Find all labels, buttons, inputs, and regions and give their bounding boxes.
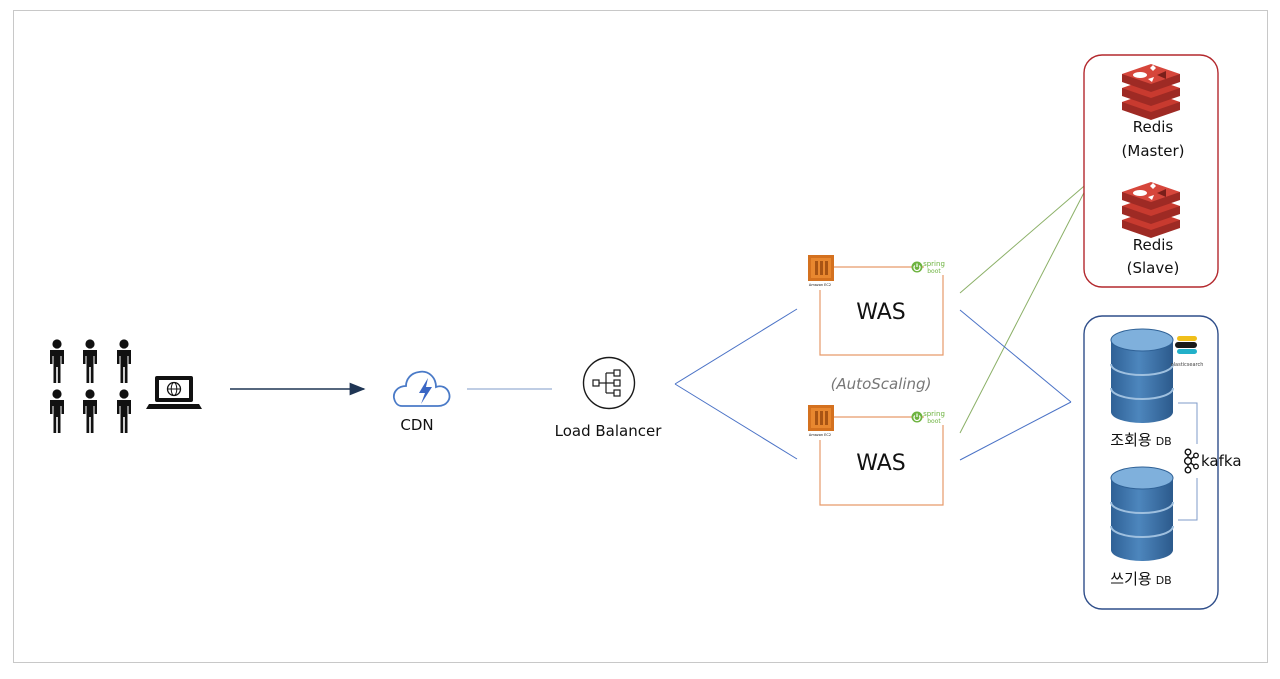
boot-word: boot	[927, 418, 941, 425]
read-db-suffix: DB	[1156, 435, 1172, 448]
elasticsearch-label: elasticsearch	[1171, 362, 1204, 368]
write-db-label: 쓰기용 DB	[1110, 570, 1171, 588]
database-cylinder-icon	[1110, 328, 1174, 424]
database-cylinder-icon	[1110, 466, 1174, 562]
redis-master-name: Redis	[1133, 118, 1174, 136]
load-balancer-label: Load Balancer	[555, 422, 663, 440]
elasticsearch-icon: elasticsearch	[1171, 336, 1204, 368]
load-balancer-icon	[582, 356, 636, 410]
spring-word: spring	[923, 260, 945, 268]
ec2-caption: Amazon EC2	[809, 283, 831, 287]
autoscaling-label: (AutoScaling)	[831, 375, 932, 393]
db-group: elasticsearch 조회용 DB kafka 쓰기용 DB	[1083, 315, 1242, 610]
redis-group: Redis (Master) Redis (Slave)	[1083, 54, 1219, 288]
amazon-ec2-icon	[808, 255, 834, 281]
was-bottom-to-redis-line	[959, 180, 1091, 434]
redis-master-role: (Master)	[1122, 142, 1185, 160]
people-group-icon	[50, 339, 131, 433]
was-bottom-to-db-line	[959, 401, 1072, 461]
redis-slave-role: (Slave)	[1127, 259, 1180, 277]
read-db-label: 조회용 DB	[1110, 431, 1171, 449]
kafka-icon	[1176, 444, 1200, 478]
redis-icon	[1122, 182, 1180, 238]
connection-lines	[230, 180, 1091, 461]
was-bottom-label: WAS	[856, 451, 906, 476]
cdn-label: CDN	[400, 416, 433, 434]
redis-group-border	[1083, 54, 1219, 288]
laptop-globe-icon	[146, 376, 202, 409]
was-top-box: Amazon EC2 spring boot WAS	[808, 255, 945, 356]
cloud-lightning-icon	[393, 370, 451, 407]
was-bottom-box: Amazon EC2 spring boot WAS	[808, 405, 945, 506]
was-top-to-redis-line	[959, 180, 1091, 294]
boot-word: boot	[927, 268, 941, 275]
spring-boot-icon: spring boot	[910, 259, 945, 275]
redis-icon	[1122, 64, 1180, 120]
write-db-prefix: 쓰기용	[1110, 570, 1151, 588]
lb-to-was-bottom-line	[674, 383, 798, 460]
was-top-to-db-line	[959, 309, 1072, 403]
outer-frame	[13, 10, 1268, 663]
read-db-prefix: 조회용	[1110, 431, 1151, 449]
redis-slave-name: Redis	[1133, 236, 1174, 254]
ec2-caption: Amazon EC2	[809, 433, 831, 437]
write-db-suffix: DB	[1156, 574, 1172, 587]
spring-boot-icon: spring boot	[910, 409, 945, 425]
spring-word: spring	[923, 410, 945, 418]
lb-to-was-top-line	[674, 308, 798, 385]
amazon-ec2-icon	[808, 405, 834, 431]
was-top-label: WAS	[856, 300, 906, 325]
kafka-label: kafka	[1201, 452, 1242, 470]
